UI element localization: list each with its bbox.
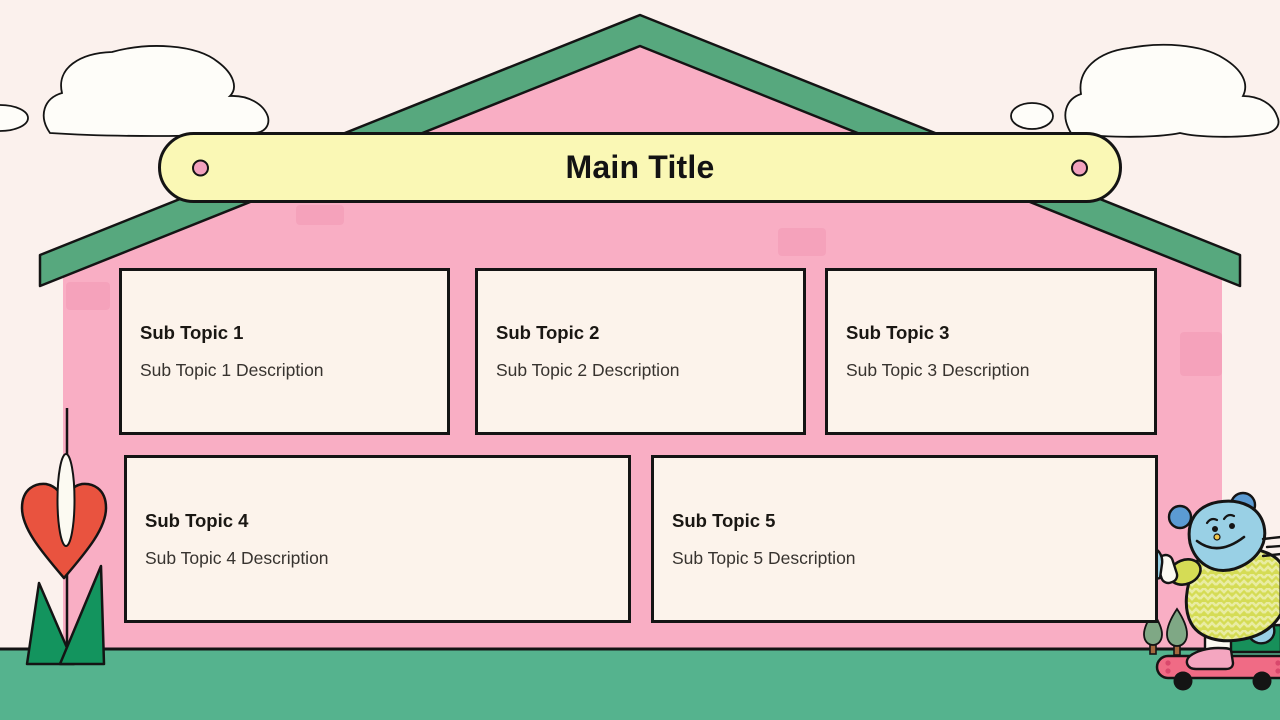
sub-topic-card-4[interactable]: Sub Topic 4 Sub Topic 4 Description — [124, 455, 631, 623]
motion-lines-icon — [1261, 535, 1280, 558]
wall-texture-patches — [66, 205, 1222, 376]
card-description: Sub Topic 2 Description — [496, 360, 680, 381]
mascot-shoe-icon — [1185, 646, 1235, 671]
cloud-right-icon — [1064, 43, 1280, 138]
card-title: Sub Topic 2 — [496, 322, 600, 344]
clouds — [0, 43, 1280, 138]
mascot-shirt — [1184, 545, 1280, 643]
card-title: Sub Topic 4 — [145, 509, 249, 531]
skateboard-wheel-icon — [1252, 671, 1272, 691]
mascot-ear-icon — [1167, 504, 1193, 530]
skateboard-wheel-icon — [1173, 671, 1193, 691]
card-title: Sub Topic 3 — [846, 322, 950, 344]
sub-topic-card-2[interactable]: Sub Topic 2 Sub Topic 2 Description — [475, 268, 806, 435]
main-title: Main Title — [565, 149, 715, 185]
card-description: Sub Topic 3 Description — [846, 360, 1030, 381]
mascot-face — [1195, 513, 1246, 550]
tree-large-icon — [1166, 607, 1188, 656]
card-description: Sub Topic 5 Description — [672, 547, 856, 568]
flower-spadix — [56, 453, 76, 547]
banner-pin-right-icon — [1071, 159, 1088, 176]
flower-leaves-icon — [25, 564, 106, 666]
roof-band — [38, 13, 1242, 288]
card-description: Sub Topic 1 Description — [140, 360, 324, 381]
mascot-mouse-character — [1136, 491, 1280, 671]
cloud-puff-right-icon — [1010, 102, 1054, 130]
sub-topic-card-3[interactable]: Sub Topic 3 Sub Topic 3 Description — [825, 268, 1157, 435]
sub-topic-card-5[interactable]: Sub Topic 5 Sub Topic 5 Description — [651, 455, 1158, 623]
banner-pin-left-icon — [192, 159, 209, 176]
card-description: Sub Topic 4 Description — [145, 547, 329, 568]
ground — [0, 648, 1280, 720]
heart-flower-icon — [20, 408, 108, 666]
card-title: Sub Topic 1 — [140, 322, 244, 344]
mascot-head — [1187, 499, 1267, 572]
cloud-puff-left-icon — [0, 104, 29, 132]
card-title: Sub Topic 5 — [672, 509, 776, 531]
sub-topic-card-1[interactable]: Sub Topic 1 Sub Topic 1 Description — [119, 268, 450, 435]
cloud-left-icon — [42, 45, 270, 137]
main-title-banner[interactable]: Main Title — [158, 132, 1122, 203]
